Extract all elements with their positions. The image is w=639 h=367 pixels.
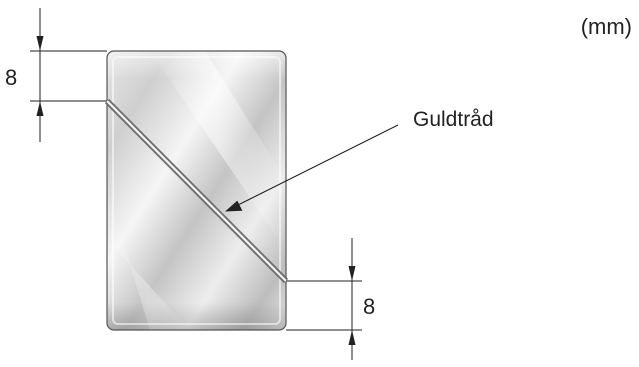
bottom-dimension-value: 8: [363, 294, 375, 319]
top-dimension: [30, 8, 107, 142]
top-dimension-value: 8: [5, 65, 17, 90]
bottom-arrow-down-icon: [348, 266, 356, 281]
bottom-arrow-up-icon: [348, 330, 356, 345]
unit-label: (mm): [581, 14, 632, 39]
callout-label: Guldtråd: [413, 108, 494, 131]
gold-wire: [104, 98, 289, 284]
top-arrow-up-icon: [36, 101, 44, 116]
top-arrow-down-icon: [36, 36, 44, 51]
callout-arrow-icon: [225, 200, 243, 212]
callout-leader-line: [231, 124, 399, 209]
